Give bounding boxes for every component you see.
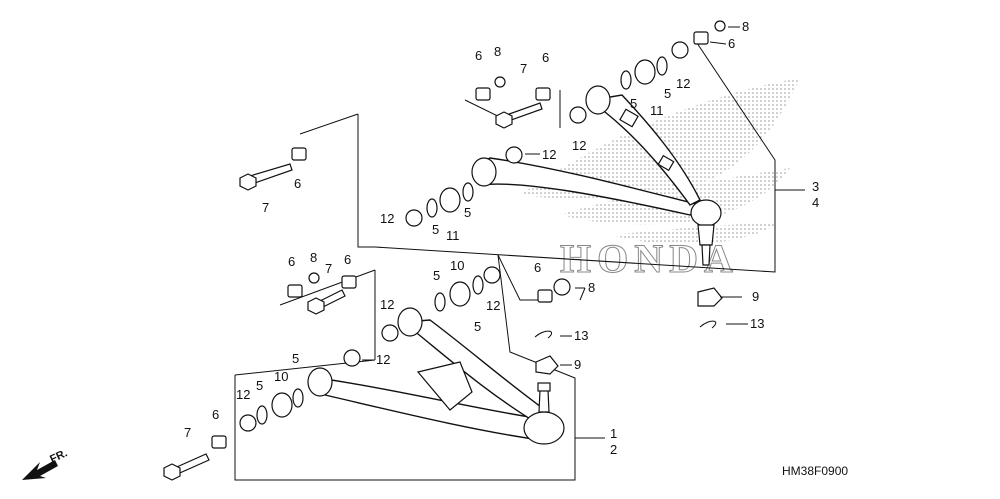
callout-5: 5: [664, 86, 671, 101]
callout-6: 6: [542, 50, 549, 65]
callout-7: 7: [262, 200, 269, 215]
callout-13: 13: [574, 328, 588, 343]
callout-8: 8: [588, 280, 595, 295]
callout-4: 4: [812, 195, 819, 210]
callout-11: 11: [446, 228, 460, 243]
callout-5: 5: [292, 351, 299, 366]
callout-7: 7: [325, 261, 332, 276]
lower-arm: [307, 307, 549, 441]
callout-8: 8: [310, 250, 317, 265]
callout-12: 12: [236, 387, 250, 402]
callout-5: 5: [433, 268, 440, 283]
callout-12: 12: [380, 297, 394, 312]
callout-12: 12: [376, 352, 390, 367]
leader-lines: [362, 26, 748, 366]
callout-6: 6: [344, 252, 351, 267]
callout-12: 12: [380, 211, 394, 226]
callout-12: 12: [486, 298, 500, 313]
callout-5: 5: [474, 319, 481, 334]
callout-10: 10: [450, 258, 464, 273]
callout-11: 11: [650, 103, 664, 118]
callout-13: 13: [750, 316, 764, 331]
diagram-code: HM38F0900: [782, 464, 848, 478]
callout-8: 8: [494, 44, 501, 59]
callout-6: 6: [288, 254, 295, 269]
callout-12: 12: [676, 76, 690, 91]
callout-10: 10: [274, 369, 288, 384]
callout-12: 12: [542, 147, 556, 162]
upper-ball-joint: [690, 199, 722, 266]
upper-arm: [471, 85, 702, 216]
callout-2: 2: [610, 442, 617, 457]
front-direction-label: FR.: [48, 447, 69, 465]
callout-6: 6: [294, 176, 301, 191]
callout-8: 8: [742, 19, 749, 34]
callout-1: 1: [610, 426, 617, 441]
callout-5: 5: [630, 96, 637, 111]
callout-3: 3: [812, 179, 819, 194]
callout-6: 6: [475, 48, 482, 63]
callout-9: 9: [752, 289, 759, 304]
callout-9: 9: [574, 357, 581, 372]
callout-7: 7: [520, 61, 527, 76]
callout-5: 5: [464, 205, 471, 220]
hardware-parts: [163, 20, 726, 481]
callout-6: 6: [534, 260, 541, 275]
front-direction-arrow: FR.: [22, 447, 69, 480]
callout-6: 6: [212, 407, 219, 422]
callout-5: 5: [432, 222, 439, 237]
callout-numbers: 8 6 12 11 5 5 12 6 8 7 6 12 6 7 3 4 12 5…: [184, 19, 819, 457]
callout-6: 6: [728, 36, 735, 51]
callout-5: 5: [256, 378, 263, 393]
callout-7: 7: [184, 425, 191, 440]
lower-ball-joint: [523, 382, 565, 445]
callout-12: 12: [572, 138, 586, 153]
